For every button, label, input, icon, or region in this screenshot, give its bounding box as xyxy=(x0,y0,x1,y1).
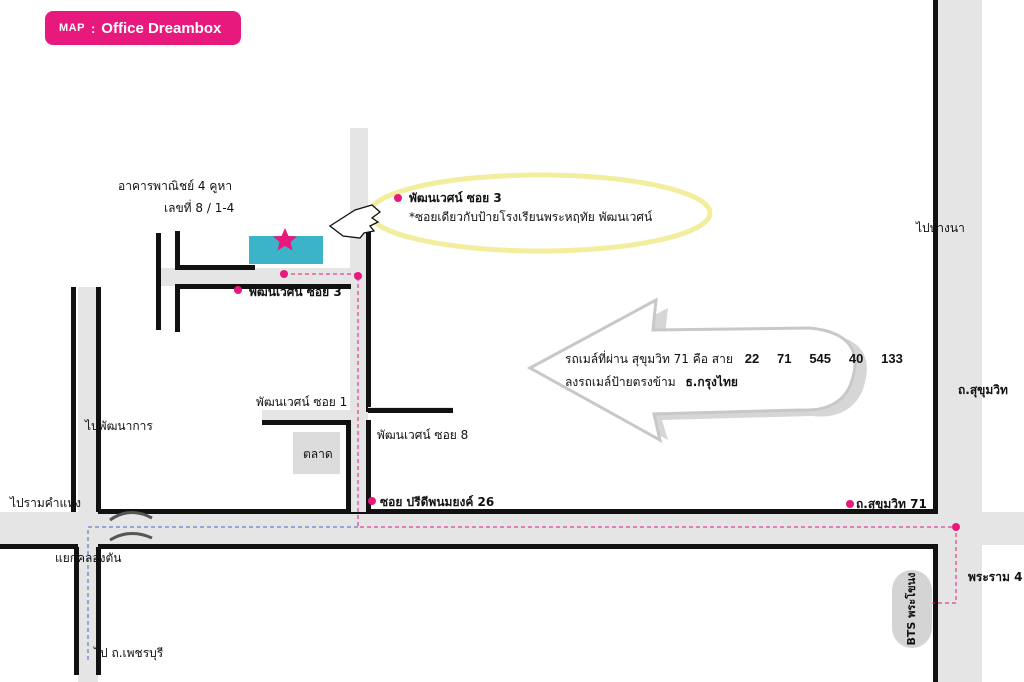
building-label-line2: เลขที่ 8 / 1-4 xyxy=(164,201,235,215)
road-soi1 xyxy=(262,410,350,422)
bus-route: 133 xyxy=(881,351,903,366)
bts-label: BTS พระโขนง xyxy=(905,572,918,646)
location-dots xyxy=(234,194,960,531)
to-bangna-label: ไปบางนา xyxy=(916,221,965,235)
bus-route: 40 xyxy=(848,351,864,366)
road-sukhumvit xyxy=(936,0,982,682)
road-pattanakarn xyxy=(78,287,98,682)
to-ramkhamhaeng-label: ไปรามคำแหง xyxy=(10,496,82,510)
route-dashed-pink xyxy=(284,273,957,604)
bank-label: ธ.กรุงไทย xyxy=(685,375,738,389)
bus-route: 22 xyxy=(744,351,760,366)
road-rama4 xyxy=(0,512,936,545)
bridge-icon xyxy=(109,511,153,542)
soi3-top-label: พัฒนเวศน์ ซอย 3 xyxy=(409,191,502,205)
rama4-label: พระราม 4 xyxy=(968,570,1023,584)
market-block xyxy=(293,432,340,474)
map-title-badge: MAP : Office Dreambox xyxy=(45,11,241,45)
bus-info-line2: ลงรถเมล์ป้ายตรงข้าม ธ.กรุงไทย xyxy=(565,375,738,389)
bus-info-text-2: ลงรถเมล์ป้ายตรงข้าม xyxy=(565,375,676,389)
building-label-line1: อาคารพาณิชย์ 4 คูหา xyxy=(118,179,233,193)
star-icon xyxy=(273,228,297,251)
soi3-note: *ซอยเดียวกับป้ายโรงเรียนพระหฤทัย พัฒนเวศ… xyxy=(409,210,653,224)
pointing-hand-icon xyxy=(328,204,382,239)
to-phetchaburi-label: ไป ถ.เพชรบุรี xyxy=(94,646,164,660)
title-prefix: MAP xyxy=(59,22,85,34)
soi8-label: พัฒนเวศน์ ซอย 8 xyxy=(377,428,469,442)
road-soi3 xyxy=(160,268,350,286)
pridi-label: ซอย ปรีดีพนมยงค์ 26 xyxy=(380,495,495,509)
bts-badge xyxy=(892,570,932,648)
left-arrow-icon xyxy=(526,297,867,443)
market-label: ตลาด xyxy=(303,447,333,461)
soi3-left-label: พัฒนเวศน์ ซอย 3 xyxy=(249,285,342,299)
bus-route: 545 xyxy=(809,351,832,366)
route-dashed-blue xyxy=(87,526,358,660)
khlongtan-label: แยกคลองตัน xyxy=(55,551,122,565)
title-separator: : xyxy=(90,20,96,36)
map-title: Office Dreambox xyxy=(101,19,222,37)
bus-info-text: รถเมล์ที่ผ่าน สุขุมวิท 71 คือ สาย xyxy=(565,352,733,366)
road-patthanawet-main xyxy=(350,128,368,512)
to-pattanakarn-label: ไปพัฒนาการ xyxy=(85,419,153,433)
bus-route: 71 xyxy=(777,351,792,366)
soi1-label: พัฒนเวศน์ ซอย 1 xyxy=(256,395,348,409)
sukhumvit-label: ถ.สุขุมวิท xyxy=(958,383,1008,397)
bus-info-line1: รถเมล์ที่ผ่าน สุขุมวิท 71 คือ สาย 22 71 … xyxy=(565,351,903,367)
sukhumvit71-label: ถ.สุขุมวิท 71 xyxy=(856,497,927,511)
